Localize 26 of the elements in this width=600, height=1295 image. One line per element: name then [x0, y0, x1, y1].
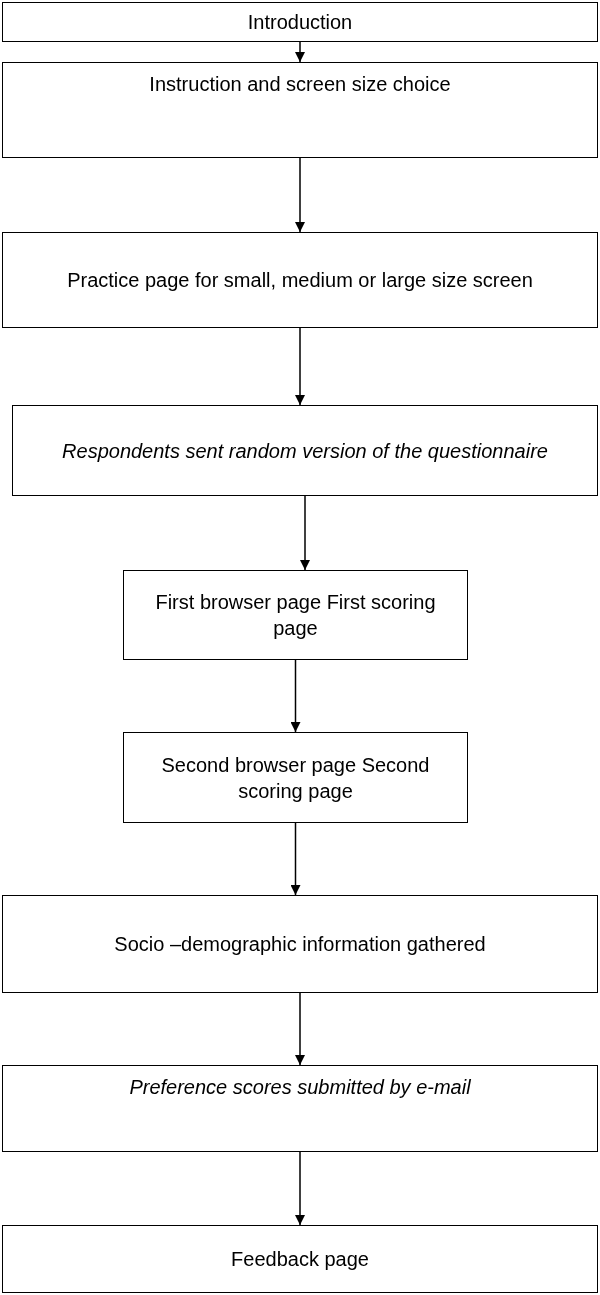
box-text: Socio –demographic information gathered — [114, 932, 486, 957]
arrow — [290, 822, 301, 896]
arrow — [295, 1151, 305, 1226]
process-box — [12, 405, 598, 496]
process-box — [2, 232, 598, 328]
box-text: Second browser page Second scoring page — [160, 752, 431, 804]
arrow — [295, 327, 305, 406]
box-text: Introduction — [247, 10, 353, 35]
arrow — [295, 157, 305, 233]
process-box — [2, 62, 598, 158]
arrow — [290, 659, 301, 733]
box-text: Feedback page — [231, 1247, 369, 1272]
process-box — [2, 1225, 598, 1293]
process-box — [2, 1065, 598, 1152]
box-text: Instruction and screen size choice — [149, 72, 451, 97]
process-box — [2, 2, 598, 42]
process-box — [123, 570, 468, 660]
box-text: Preference scores submitted by e-mail — [129, 1075, 471, 1100]
arrow — [295, 992, 305, 1066]
arrow — [300, 495, 310, 571]
arrow — [295, 41, 305, 63]
box-text: First browser page First scoring page — [154, 590, 437, 641]
box-text: Practice page for small, medium or large size screen — [67, 268, 533, 293]
process-box — [123, 732, 468, 823]
box-text: Respondents sent random version of the questionnaire — [62, 438, 548, 464]
process-box — [2, 895, 598, 993]
